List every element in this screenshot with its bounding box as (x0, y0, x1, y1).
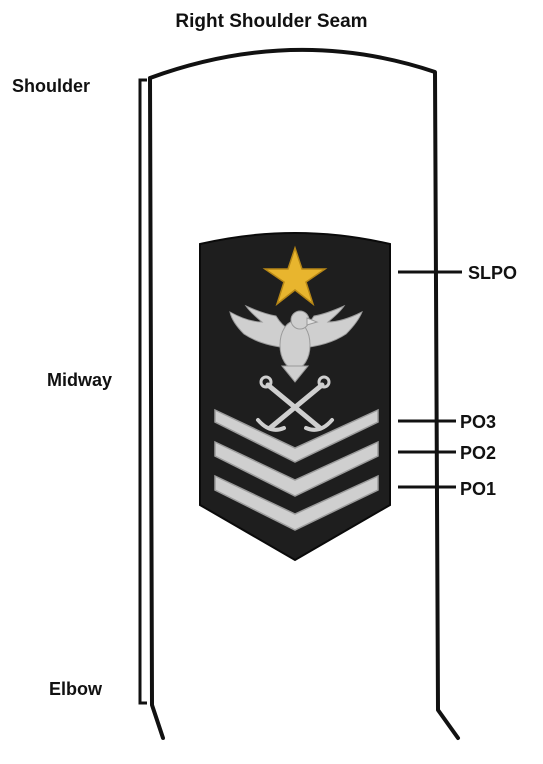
chevron-po2 (214, 440, 379, 497)
eagle-icon (229, 304, 363, 383)
length-bracket (138, 78, 147, 705)
label-slpo: SLPO (468, 263, 518, 283)
rating-patch (199, 232, 391, 562)
diagram-title: Right Shoulder Seam (175, 11, 368, 32)
crossed-anchors-icon (256, 375, 334, 432)
chevron-po1 (214, 474, 379, 531)
label-midway: Midway (47, 370, 113, 390)
label-elbow: Elbow (49, 679, 102, 699)
label-po1: PO1 (460, 479, 497, 499)
sleeve-outline (148, 47, 460, 740)
star-icon (262, 245, 328, 307)
label-po2: PO2 (460, 443, 497, 463)
chevron-po3 (214, 408, 379, 463)
label-shoulder: Shoulder (12, 76, 91, 96)
label-po3: PO3 (460, 412, 497, 432)
